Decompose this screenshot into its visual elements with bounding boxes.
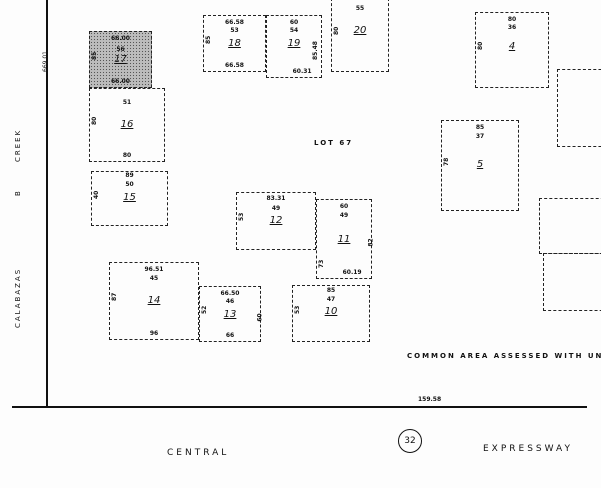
lot-dim: 85 <box>326 287 336 294</box>
lot-dim: 85 <box>205 35 212 44</box>
lot-11[interactable]: 60 49 11 60.19 73 82 <box>316 199 375 279</box>
lot-area: 55 <box>355 5 365 12</box>
lot-area: 49 <box>271 205 281 212</box>
lot-dim: 80 <box>333 26 340 35</box>
lot-number: 13 <box>223 309 237 320</box>
lot-dim: 80 <box>507 16 517 23</box>
lot-area: 45 <box>149 275 159 282</box>
lot-dim: 85 <box>475 124 485 131</box>
lot-partial-east-upper <box>557 69 601 147</box>
lot-number: 17 <box>114 54 127 65</box>
lot-number: 16 <box>120 119 134 130</box>
lot-area: 50 <box>125 181 134 188</box>
lot-partial-east-mid <box>539 198 601 254</box>
lot-area: 46 <box>225 298 235 305</box>
lot-dim: 60 <box>339 203 349 210</box>
road-label-central: CENTRAL <box>167 448 230 458</box>
lot-number: 19 <box>287 38 301 49</box>
lot-dim: 80 <box>477 41 484 50</box>
boundary-dimension: 159.58 <box>418 396 442 403</box>
lot-dim: 66 <box>225 332 235 339</box>
lot-16[interactable]: 51 16 80 80 <box>89 88 165 162</box>
lot-number: 10 <box>324 306 338 317</box>
lot-area: 54 <box>289 27 299 34</box>
lot-dim: 96.51 <box>144 266 164 273</box>
lot-5[interactable]: 85 37 5 78 <box>441 120 519 211</box>
lot-dim: 85 <box>91 51 98 60</box>
route-marker: 32 <box>398 429 422 453</box>
lot-area: 51 <box>122 99 132 106</box>
expressway-boundary-line <box>12 406 587 408</box>
lot-15[interactable]: 89 50 15 40 <box>91 171 168 226</box>
lot-area: 37 <box>475 133 485 140</box>
lot-dim: 66.50 <box>220 290 240 297</box>
lot-20[interactable]: 55 20 80 <box>331 0 389 72</box>
lot-number: 12 <box>269 215 283 226</box>
lot-dim: 66.58 <box>225 19 244 26</box>
lot-12[interactable]: 83.31 49 12 53 <box>236 192 316 250</box>
lot-dim: 66.00 <box>111 35 130 42</box>
lot-dim: 78 <box>443 157 450 166</box>
common-area-note: COMMON AREA ASSESSED WITH UNIT <box>407 352 601 360</box>
lot-dim: 60.19 <box>342 269 362 276</box>
lot-dim: 96 <box>149 330 159 337</box>
lot-dim: 80 <box>122 152 132 159</box>
lot-18[interactable]: 66.58 53 18 66.58 85 <box>203 15 266 72</box>
lot-dim: 53 <box>294 305 301 314</box>
lot-area: 53 <box>230 27 239 34</box>
lot-13[interactable]: 66.50 46 13 66 52 60 <box>199 286 264 342</box>
lot-area: 49 <box>339 212 349 219</box>
lot-dim: 80 <box>91 116 98 125</box>
lot-number: 11 <box>337 234 351 245</box>
lot-dim: 60.31 <box>292 68 312 75</box>
lot-dim: 66.00 <box>111 78 130 85</box>
lot-67-label: LOT 67 <box>314 139 354 147</box>
creek-label-creek: CREEK <box>14 128 22 162</box>
lot-dim: 66.58 <box>225 62 244 69</box>
lot-number: 5 <box>476 159 484 170</box>
lot-area: 47 <box>326 296 336 303</box>
lot-dim: 60 <box>256 313 264 322</box>
lot-4[interactable]: 80 36 4 80 <box>475 12 549 88</box>
lot-dim: 85.48 <box>312 40 320 60</box>
lot-number: 15 <box>123 192 136 203</box>
lot-dim: 73 <box>318 259 325 268</box>
lot-area: 36 <box>507 24 517 31</box>
creek-label-calabazas: CALABAZAS <box>14 267 22 328</box>
lot-10[interactable]: 85 47 10 53 <box>292 285 370 342</box>
lot-dim: 82 <box>367 238 375 247</box>
lot-area: 56 <box>116 46 125 53</box>
west-boundary-line <box>46 0 48 408</box>
lot-dim: 60 <box>289 19 299 26</box>
lot-17[interactable]: 66.00 56 17 66.00 85 <box>89 31 152 88</box>
lot-14[interactable]: 96.51 45 14 96 87 <box>109 262 199 340</box>
lot-dim: 52 <box>201 305 208 314</box>
lot-dim: 89 <box>125 172 134 179</box>
lot-19[interactable]: 60 54 19 60.31 85.48 <box>266 15 322 78</box>
creek-label-b: B <box>14 189 22 196</box>
lot-number: 18 <box>228 38 241 49</box>
lot-dim: 83.31 <box>266 195 286 202</box>
lot-dim: 53 <box>238 212 245 221</box>
lot-number: 14 <box>147 295 161 306</box>
lot-dim: 40 <box>93 190 100 199</box>
lot-number: 4 <box>508 41 516 52</box>
road-label-expressway: EXPRESSWAY <box>483 444 574 454</box>
lot-number: 20 <box>353 25 367 36</box>
lot-partial-east-lower <box>543 253 601 311</box>
west-dimension: 669.01 <box>42 51 49 72</box>
lot-dim: 87 <box>111 292 118 301</box>
